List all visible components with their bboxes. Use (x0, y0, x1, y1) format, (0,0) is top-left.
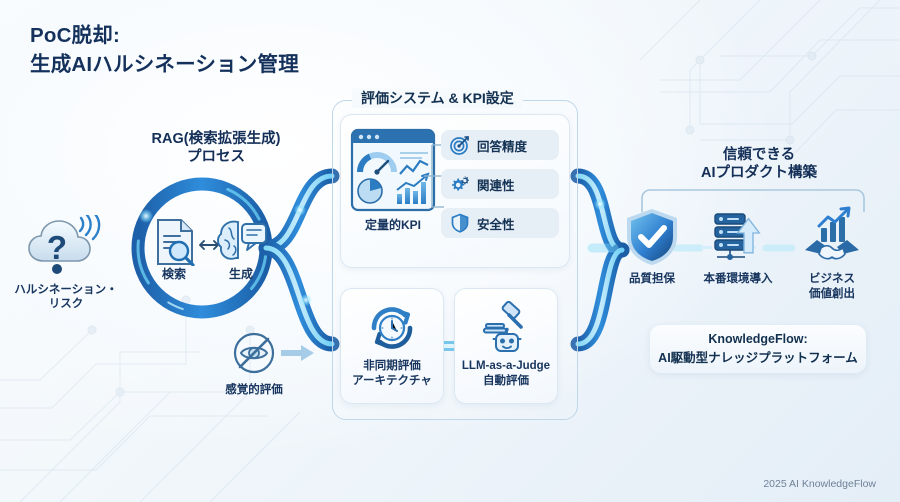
kpi-item-accuracy[interactable]: 回答精度 (441, 130, 559, 160)
quantitative-kpi-label: 定量的KPI (364, 218, 421, 232)
server-deploy-icon (714, 213, 761, 260)
rag-retrieval-label: 検索 (161, 267, 186, 281)
cloud-question-icon: ? (28, 215, 101, 274)
judge-line-2: 自動評価 (483, 374, 529, 387)
gears-icon (452, 176, 469, 191)
trusted-ai-product-title: 信頼できる AIプロダクト構築 (701, 147, 817, 182)
analytics-dashboard-icon (350, 128, 436, 212)
shield-icon (451, 213, 469, 233)
page-title: PoC脱却: 生成AIハルシネーション管理 (30, 21, 299, 79)
document-search-icon (157, 219, 195, 266)
evaluation-system-title: 評価システム & KPI設定 (352, 88, 523, 108)
rag-generation-label: 生成 (228, 267, 253, 281)
rag-process-title: RAG(検索拡張生成) プロセス (151, 131, 281, 166)
outcome-bracket (641, 189, 865, 212)
llm-judge-label: LLM-as-a-Judge 自動評価 (455, 359, 557, 389)
double-arrow-icon (199, 240, 219, 250)
kpi-safety-label: 安全性 (477, 217, 515, 232)
business-value-line-2: 価値創出 (809, 287, 855, 300)
footer-credit: 2025 AI KnowledgeFlow (763, 478, 876, 490)
knowledgeflow-title: KnowledgeFlow: (708, 332, 808, 346)
handshake-growth-icon (805, 206, 859, 260)
production-deployment-label: 本番環境導入 (703, 273, 773, 285)
knowledgeflow-subtitle: AI駆動型ナレッジプラットフォーム (658, 351, 858, 365)
svg-text:?: ? (47, 229, 67, 266)
async-line-1: 非同期評価 (363, 360, 421, 372)
hallucination-risk-label: ハルシネーション・ リスク (14, 284, 118, 311)
knowledgeflow-platform-box[interactable]: KnowledgeFlow: AI駆動型ナレッジプラットフォーム (650, 325, 866, 373)
brain-generate-icon (217, 220, 267, 260)
right-arrow-icon (281, 345, 314, 361)
kpi-accuracy-label: 回答精度 (477, 139, 528, 154)
clock-cycle-icon (371, 307, 413, 349)
async-line-2: アーキテクチャ (352, 374, 432, 387)
business-value-label: ビジネス 価値創出 (778, 272, 886, 301)
judge-line-1: LLM-as-a-Judge (461, 360, 551, 372)
target-icon (450, 136, 469, 155)
kpi-item-relevance[interactable]: 関連性 (441, 169, 559, 199)
async-evaluation-label: 非同期評価 アーキテクチャ (341, 359, 443, 389)
title-line-2: 生成AIハルシネーション管理 (30, 53, 299, 77)
async-evaluation-card[interactable]: 非同期評価 アーキテクチャ (340, 288, 444, 404)
gavel-robot-icon (483, 301, 523, 352)
shield-check-icon (627, 209, 677, 265)
kpi-relevance-label: 関連性 (477, 178, 515, 193)
eye-crossed-out-icon (233, 332, 275, 374)
llm-judge-card[interactable]: LLM-as-a-Judge 自動評価 (454, 288, 558, 404)
quality-assurance-label: 品質担保 (629, 273, 675, 285)
sensory-evaluation-label: 感覚的評価 (225, 384, 283, 396)
kpi-item-safety[interactable]: 安全性 (441, 208, 559, 238)
title-line-1: PoC脱却: (30, 24, 121, 47)
business-value-line-1: ビジネス (809, 273, 855, 285)
